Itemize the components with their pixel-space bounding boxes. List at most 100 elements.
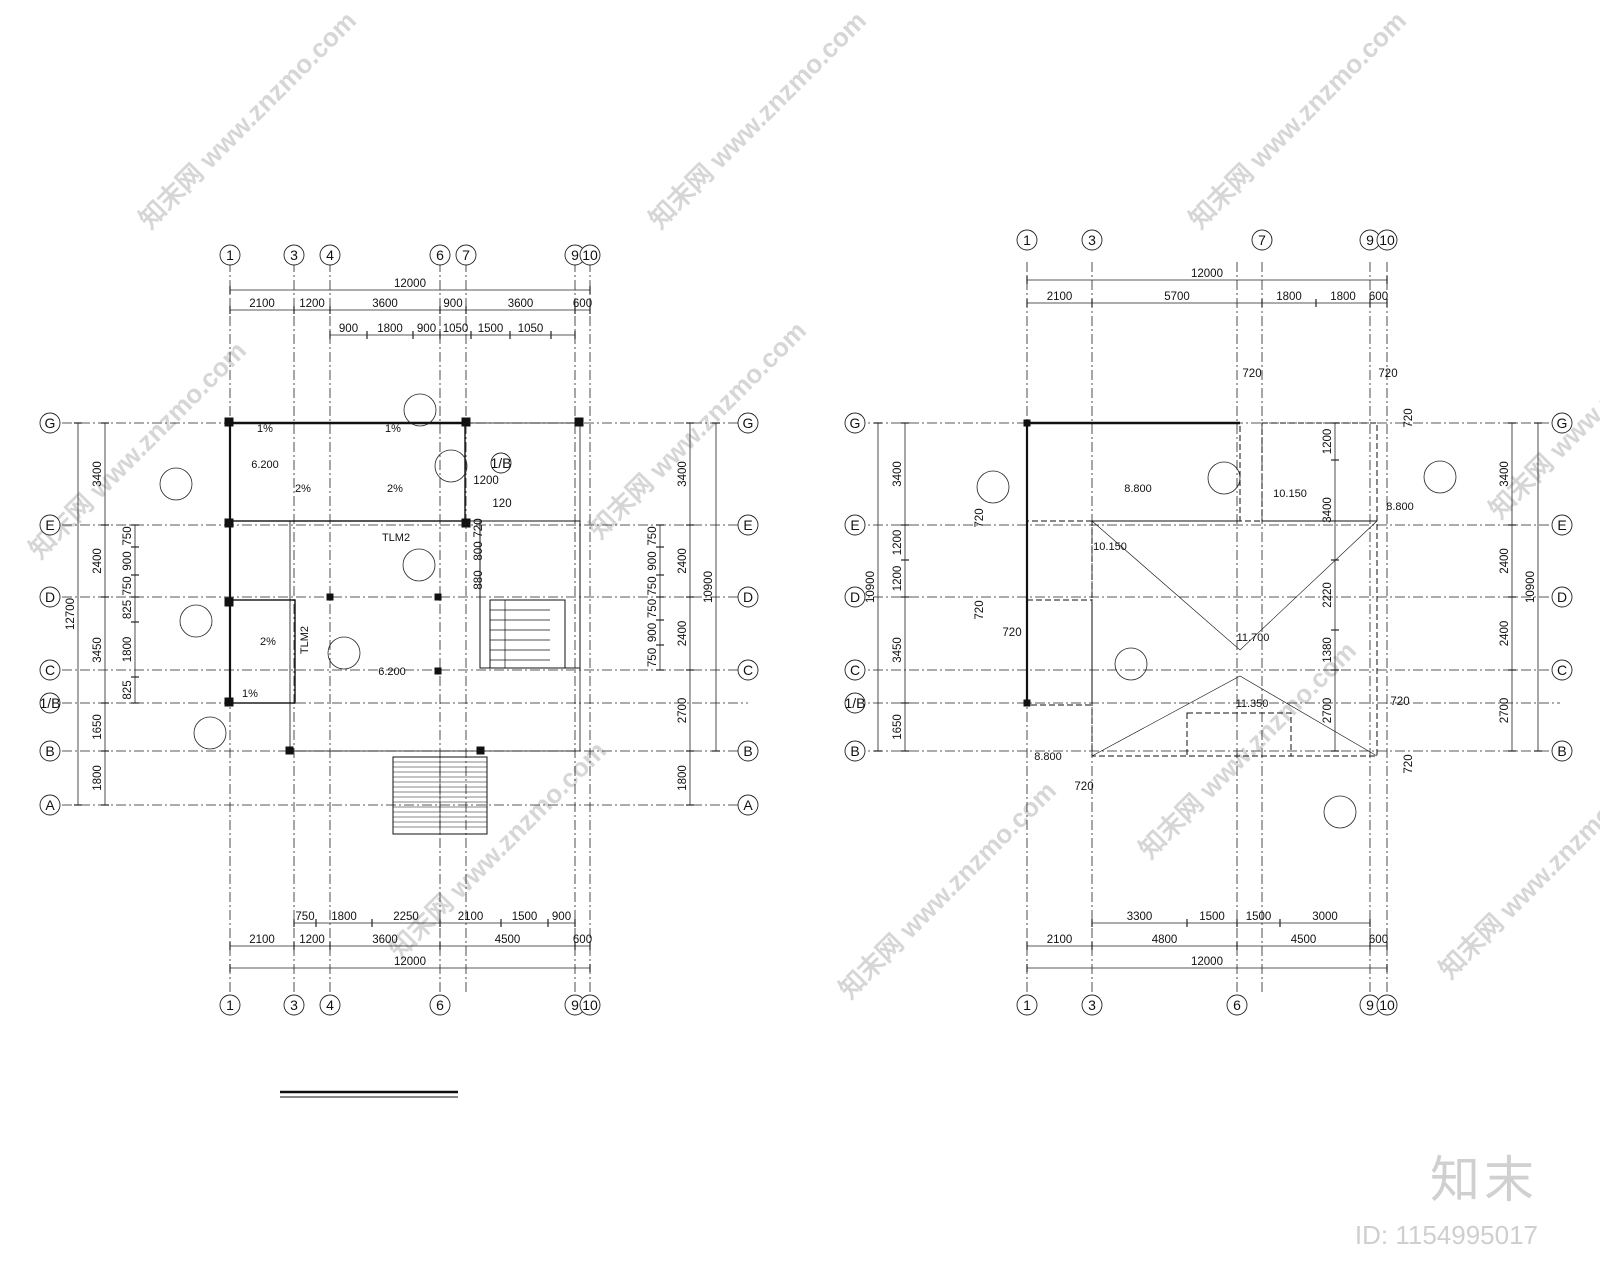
axis-bubble-right bbox=[737, 586, 759, 608]
p1-top-row2-value: 900 bbox=[339, 323, 358, 335]
axis-bubble-bottom bbox=[283, 994, 305, 1016]
dimension-label: 120 bbox=[492, 498, 511, 510]
p2-right-outer-value: 3400 bbox=[1499, 461, 1511, 487]
axis-bubble-top bbox=[1081, 229, 1103, 251]
p1-right-inner-value: 750 bbox=[647, 526, 659, 545]
brand-id: ID: 1154995017 bbox=[1354, 1220, 1538, 1250]
axis-bubble-bottom-label: 9 bbox=[571, 997, 579, 1013]
axis-bubble-bottom bbox=[1016, 994, 1038, 1016]
axis-bubble-right bbox=[1551, 412, 1573, 434]
dimension-label: 720 bbox=[1378, 368, 1397, 380]
elevation-label: 10.150 bbox=[1273, 488, 1307, 500]
axis-bubble-left-label: 1/B bbox=[39, 695, 60, 711]
p1-bottom-row1-value: 750 bbox=[295, 911, 314, 923]
p2-bottom-row2-value: 600 bbox=[1369, 934, 1388, 946]
p2-bottom-row2-value: 2100 bbox=[1047, 934, 1073, 946]
p2-left-total-value: 10900 bbox=[865, 571, 877, 603]
p1-bottom-row1-value: 900 bbox=[552, 911, 571, 923]
p1-top-total-value: 12000 bbox=[394, 278, 426, 290]
p1-right-total-value: 10900 bbox=[703, 571, 715, 603]
axis-bubble-top-label: 7 bbox=[1258, 232, 1266, 248]
axis-bubble-bottom-label: 1 bbox=[226, 997, 234, 1013]
axis-bubble-top bbox=[219, 244, 241, 266]
axis-bubble-bottom bbox=[1226, 994, 1248, 1016]
axis-bubble-bottom-label: 3 bbox=[290, 997, 298, 1013]
axis-bubble-inner-label: 1/B bbox=[490, 455, 511, 471]
axis-bubble-bottom-label: 10 bbox=[582, 997, 598, 1013]
axis-bubble-top-label: 9 bbox=[571, 247, 579, 263]
watermark-text: 知末网 www.znzmo.com bbox=[383, 735, 612, 964]
axis-bubble-top-label: 10 bbox=[1379, 232, 1395, 248]
axis-bubble-right-label: G bbox=[743, 415, 754, 431]
axis-bubble-left bbox=[844, 740, 866, 762]
axis-bubble-left bbox=[39, 586, 61, 608]
elevation-label: 8.800 bbox=[1034, 751, 1062, 763]
p2-right-outer-value: 2400 bbox=[1499, 621, 1511, 647]
axis-bubble-left-label: E bbox=[45, 517, 54, 533]
detail-marker bbox=[179, 604, 213, 638]
axis-bubble-left bbox=[844, 586, 866, 608]
axis-bubble-top bbox=[319, 244, 341, 266]
dimension-label: 720 bbox=[1074, 781, 1093, 793]
detail-marker bbox=[402, 548, 436, 582]
brand-mark: 知末 ID: 1154995017 bbox=[1355, 1140, 1538, 1251]
elevation-label: 11.350 bbox=[1236, 698, 1269, 710]
p2-right-total-value: 10900 bbox=[1525, 571, 1537, 603]
plan1-walls bbox=[224, 417, 584, 835]
p2-bottom-row2-value: 4800 bbox=[1152, 934, 1178, 946]
p1-left-inner-value: 825 bbox=[122, 680, 134, 699]
axis-bubble-bottom-label: 6 bbox=[436, 997, 444, 1013]
p1-bottom-row1-value: 1800 bbox=[331, 911, 357, 923]
axis-bubble-right-label: E bbox=[743, 517, 752, 533]
p1-left-inner-value: 1800 bbox=[122, 637, 134, 663]
plan1-entrance-steps bbox=[393, 757, 487, 834]
elevation-label: 6.200 bbox=[251, 459, 279, 471]
p2-left-outer-value: 3450 bbox=[892, 637, 904, 663]
detail-marker bbox=[1323, 795, 1357, 829]
axis-bubble-left bbox=[39, 692, 61, 714]
detail-marker bbox=[976, 470, 1010, 504]
watermark-text: 知末网 www.znzmo.com bbox=[1183, 5, 1412, 234]
dimension-label: 720 bbox=[974, 508, 986, 527]
axis-bubble-right-label: A bbox=[743, 797, 753, 813]
elevation-label: 8.800 bbox=[1124, 483, 1152, 495]
p1-right-outer-value: 2700 bbox=[677, 698, 689, 724]
axis-bubble-right bbox=[1551, 659, 1573, 681]
p1-left-total-value: 12700 bbox=[65, 598, 77, 630]
axis-bubble-left bbox=[39, 794, 61, 816]
axis-bubble-top-label: 7 bbox=[462, 247, 470, 263]
axis-bubble-bottom bbox=[1376, 994, 1398, 1016]
p2-top-row1-value: 1800 bbox=[1330, 291, 1356, 303]
detail-marker bbox=[1114, 647, 1148, 681]
axis-bubble-left-label: G bbox=[850, 415, 861, 431]
axis-bubble-left-label: A bbox=[45, 797, 55, 813]
p2-left-outer-value: 1200 bbox=[892, 566, 904, 592]
dimension-label: 720 bbox=[473, 518, 485, 537]
axis-bubble-bottom-label: 10 bbox=[1379, 997, 1395, 1013]
p1-right-inner-value: 750 bbox=[647, 599, 659, 618]
axis-bubble-bottom-label: 1 bbox=[1023, 997, 1031, 1013]
p2-inner-vertical-value: 3400 bbox=[1322, 497, 1334, 523]
axis-bubble-left-label: B bbox=[45, 743, 54, 759]
slope-label: 2% bbox=[387, 483, 403, 495]
brand-logo: 知末 bbox=[1430, 1151, 1538, 1209]
p1-left-outer-value: 3400 bbox=[92, 461, 104, 487]
elevation-label: 10.150 bbox=[1093, 541, 1127, 553]
p2-right-outer-value: 2400 bbox=[1499, 548, 1511, 574]
dimension-label: 720 bbox=[1403, 754, 1415, 773]
axis-bubble-left-label: G bbox=[45, 415, 56, 431]
axis-bubble-top-label: 6 bbox=[436, 247, 444, 263]
door-tag: TLM2 bbox=[382, 532, 410, 544]
axis-bubble-left bbox=[844, 692, 866, 714]
p1-bottom-row1-value: 1500 bbox=[512, 911, 538, 923]
axis-bubble-left bbox=[844, 659, 866, 681]
detail-marker bbox=[1423, 460, 1457, 494]
axis-bubble-bottom bbox=[1081, 994, 1103, 1016]
elevation-label: 11.700 bbox=[1237, 632, 1270, 644]
p1-top-row1-value: 1200 bbox=[299, 298, 325, 310]
slope-label: 2% bbox=[295, 483, 311, 495]
detail-marker bbox=[159, 467, 193, 501]
p1-bottom-row2-value: 1200 bbox=[299, 934, 325, 946]
slope-label: 1% bbox=[257, 423, 273, 435]
